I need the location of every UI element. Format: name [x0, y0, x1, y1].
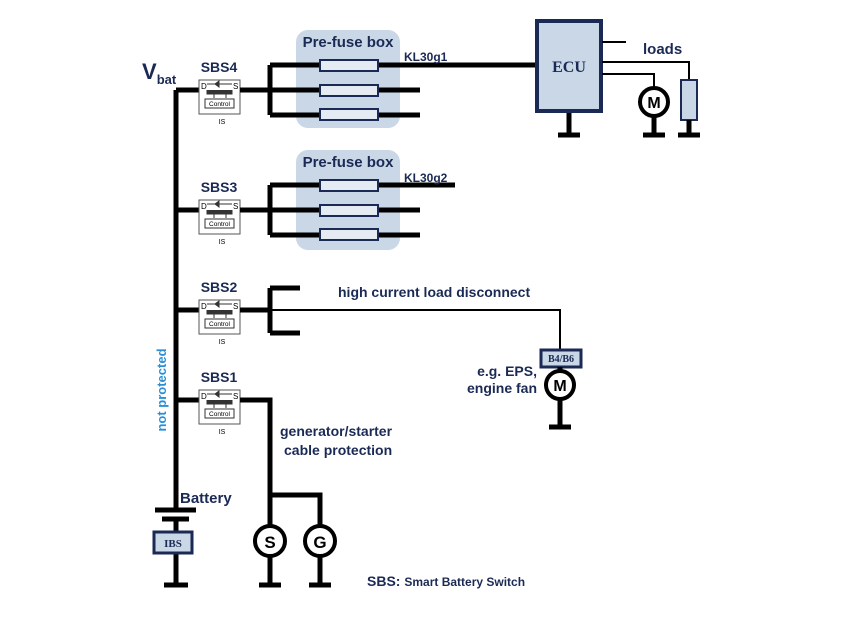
high-current-wire — [270, 309, 561, 352]
mosfet-icon — [206, 200, 233, 218]
legend: SBS: Smart Battery Switch — [367, 573, 525, 589]
sbs4-outputs — [240, 62, 536, 118]
is-label: IS — [219, 119, 226, 126]
sbs-label: SBS1 — [201, 369, 238, 385]
eps-ground — [549, 399, 571, 430]
control-box — [204, 218, 235, 229]
sbs-label: SBS4 — [201, 59, 238, 75]
is-label: IS — [219, 429, 226, 436]
kl30g1-label: KL30g1 — [404, 50, 448, 64]
sbs-label: SBS2 — [201, 279, 238, 295]
prefuse-box-2 — [296, 150, 400, 250]
drain-label: D — [201, 302, 207, 311]
generator-label: G — [313, 533, 326, 552]
vbat-label: Vbat — [142, 59, 177, 87]
ecu-ground — [558, 113, 580, 138]
mosfet-icon — [206, 390, 233, 408]
prefuse-label-2: Pre-fuse box — [303, 154, 395, 171]
control-label: Control — [209, 101, 231, 108]
sbs-switch: SBS2 D S Control IS — [176, 279, 241, 346]
eps-motor-label: M — [553, 378, 566, 395]
battery-label: Battery — [180, 490, 232, 507]
ibs-box — [152, 530, 194, 555]
control-box — [204, 98, 235, 109]
ibs-label: IBS — [164, 538, 182, 550]
starter-label: S — [264, 533, 275, 552]
resistor-ground — [678, 120, 700, 138]
sbs-switch: SBS4 D S Control IS — [176, 59, 241, 126]
source-label: S — [233, 392, 238, 401]
eps-label-1: e.g. EPS, — [477, 363, 537, 379]
prefuse-box-1 — [296, 30, 400, 128]
control-label: Control — [209, 221, 231, 228]
not-protected-label: not protected — [154, 348, 169, 431]
sbs-switch: SBS1 D S Control IS — [176, 369, 241, 436]
load-motor-label: M — [647, 95, 660, 112]
ecu-load-wires — [602, 41, 690, 88]
source-label: S — [233, 82, 238, 91]
motor-ground — [643, 116, 665, 138]
kl30g2-label: KL30g2 — [404, 171, 448, 185]
drain-label: D — [201, 82, 207, 91]
gen-label-2: cable protection — [284, 442, 392, 458]
ecu-label: ECU — [552, 59, 586, 76]
eps-label-2: engine fan — [467, 380, 537, 396]
is-label: IS — [219, 339, 226, 346]
control-label: Control — [209, 321, 231, 328]
mosfet-icon — [206, 300, 233, 318]
control-label: Control — [209, 411, 231, 418]
fuses — [319, 59, 379, 241]
load-resistor — [680, 79, 698, 121]
b4b6-label: B4/B6 — [548, 354, 574, 365]
is-label: IS — [219, 239, 226, 246]
drain-label: D — [201, 202, 207, 211]
sbs-label: SBS3 — [201, 179, 238, 195]
control-box — [204, 408, 235, 419]
drain-label: D — [201, 392, 207, 401]
source-label: S — [233, 302, 238, 311]
ecu-box — [535, 19, 603, 113]
sg-ground — [259, 556, 331, 588]
gen-label-1: generator/starter — [280, 423, 393, 439]
sbs-switch: SBS3 D S Control IS — [176, 179, 241, 246]
mosfet-icon — [206, 80, 233, 98]
sbs1-outputs — [240, 397, 323, 526]
loads-label: loads — [643, 41, 682, 58]
hcld-label: high current load disconnect — [338, 284, 530, 300]
source-label: S — [233, 202, 238, 211]
prefuse-label-1: Pre-fuse box — [303, 34, 395, 51]
control-box — [204, 318, 235, 329]
